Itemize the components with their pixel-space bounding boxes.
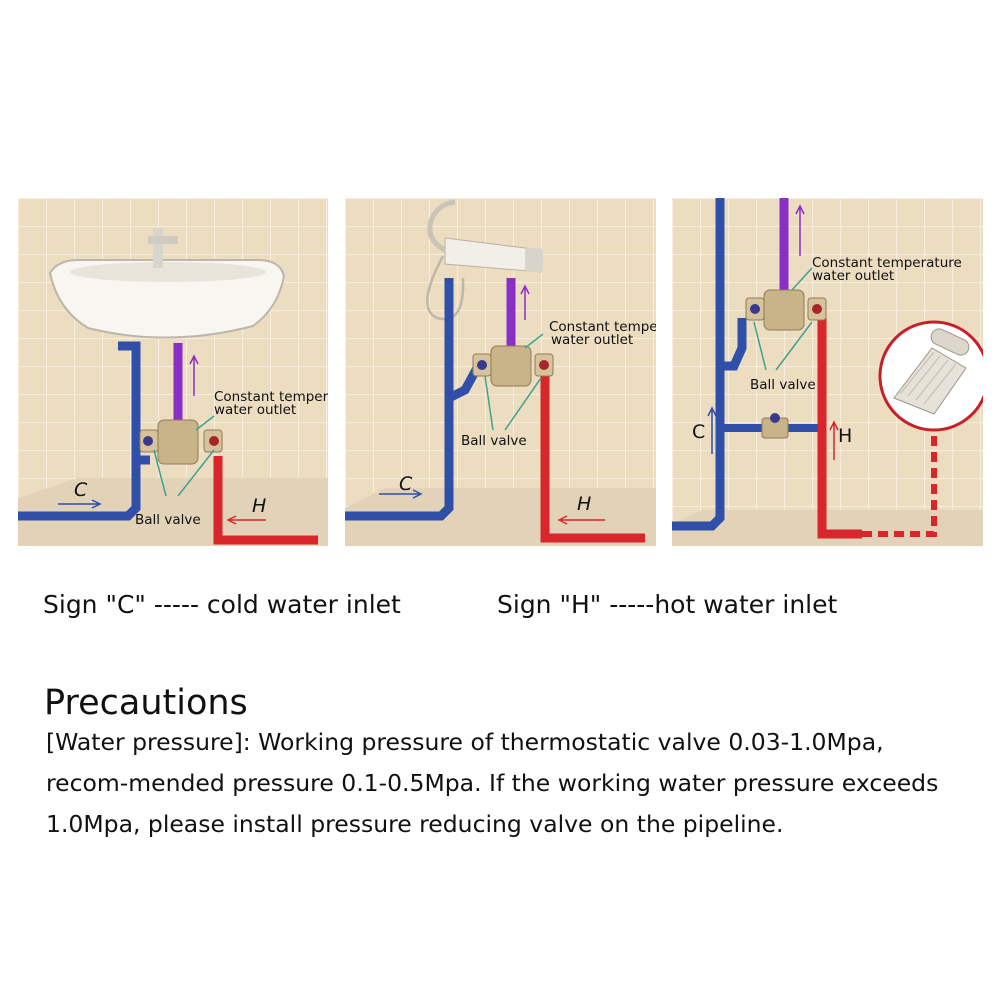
floor bbox=[18, 478, 328, 546]
outlet-label-line1: Constant temperature bbox=[812, 255, 962, 271]
shower-mixer bbox=[426, 199, 543, 321]
cold-water-legend: Sign "C" ----- cold water inlet bbox=[43, 590, 401, 619]
cold-arrow bbox=[707, 406, 717, 454]
inline-ball-valve bbox=[761, 413, 789, 439]
hot-return-dashed bbox=[862, 428, 937, 537]
diagram-panel-solar-heater: Constant temperature water outlet Ball v… bbox=[672, 198, 983, 546]
solar-water-heater-inset bbox=[878, 320, 983, 432]
ball-valve-label: Ball valve bbox=[135, 512, 201, 528]
water-pressure-paragraph: [Water pressure]: Working pressure of th… bbox=[46, 728, 939, 838]
hot-label: H bbox=[252, 495, 266, 517]
cold-arrow bbox=[379, 489, 423, 499]
cold-label: C bbox=[74, 479, 88, 501]
leader-lines bbox=[153, 415, 215, 497]
cold-label: C bbox=[692, 421, 705, 443]
outlet-label-line2: water outlet bbox=[551, 332, 633, 348]
solar-heater-installation-illustration: Constant temperature water outlet Ball v… bbox=[672, 198, 983, 546]
hot-water-pipe bbox=[817, 318, 862, 539]
thermostatic-valve bbox=[745, 289, 827, 331]
outlet-label-line1: Constant temperature bbox=[549, 319, 656, 335]
outlet-arrow bbox=[520, 284, 530, 320]
floor bbox=[672, 510, 983, 546]
ball-valve-label: Ball valve bbox=[750, 377, 816, 393]
cold-arrow bbox=[58, 499, 102, 509]
cold-label: C bbox=[399, 473, 413, 495]
sink-installation-illustration: Constant temperature water outlet Ball v… bbox=[18, 198, 328, 546]
hot-arrow bbox=[829, 420, 839, 460]
cold-water-pipe bbox=[18, 341, 141, 521]
diagram-panel-shower: Constant temperature water outlet Ball v… bbox=[345, 198, 656, 546]
leader-lines bbox=[753, 267, 813, 371]
hot-water-legend: Sign "H" -----hot water inlet bbox=[497, 590, 838, 619]
outlet-label-line2: water outlet bbox=[812, 268, 894, 284]
outlet-label-line1: Constant temperature bbox=[214, 389, 328, 405]
outlet-arrow bbox=[189, 354, 199, 396]
sink-basin bbox=[48, 228, 286, 339]
outlet-label-line2: water outlet bbox=[214, 402, 296, 418]
hot-arrow bbox=[226, 515, 266, 525]
shower-installation-illustration: Constant temperature water outlet Ball v… bbox=[345, 198, 656, 546]
cold-branch-top bbox=[720, 318, 747, 371]
ball-valve-label: Ball valve bbox=[461, 433, 527, 449]
cold-water-pipe bbox=[672, 198, 725, 531]
floor bbox=[345, 488, 656, 546]
hot-water-pipe bbox=[213, 456, 318, 545]
hot-label: H bbox=[577, 493, 591, 515]
cold-branch-pipe bbox=[446, 365, 481, 403]
leader-lines bbox=[484, 333, 544, 431]
precautions-heading: Precautions bbox=[44, 683, 248, 724]
thermostatic-valve bbox=[139, 419, 223, 465]
thermostatic-valve bbox=[472, 345, 554, 387]
hot-water-pipe bbox=[540, 368, 645, 543]
diagram-panel-sink: Constant temperature water outlet Ball v… bbox=[18, 198, 328, 546]
hot-arrow bbox=[557, 515, 605, 525]
outlet-arrow bbox=[795, 204, 805, 256]
hot-label: H bbox=[838, 425, 852, 447]
